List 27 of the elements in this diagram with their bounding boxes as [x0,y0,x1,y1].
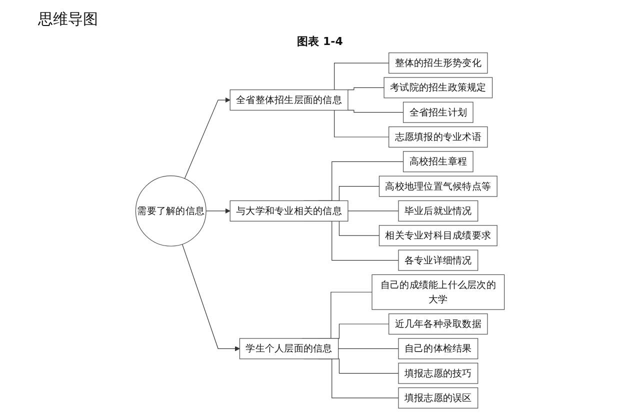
arrow [206,208,230,214]
figure-number: 图表 1-4 [297,34,343,49]
connector [338,348,399,349]
node-box: 与大学和专业相关的信息 [230,200,348,222]
node-box: 相关专业对科目成绩要求 [378,225,498,246]
node-box: 全省整体招生层面的信息 [230,90,348,111]
node-box: 整体的招生形势变化 [388,52,488,74]
page-title: 思维导图 [38,10,98,29]
node-box: 考试院的招生政策规定 [384,77,493,98]
node-box: 高校地理位置气候特点等 [378,176,498,197]
arrow [184,97,230,179]
node-box: 填报志愿的技巧 [398,362,478,384]
node-box: 自己的成绩能上什么层次的大学 [372,274,505,310]
node-box: 毕业后就业情况 [398,200,478,222]
node-box: 填报志愿的误区 [398,387,478,408]
node-box: 高校招生章程 [402,151,474,172]
connector [348,87,384,90]
node-box: 各专业详细情况 [398,250,478,271]
arrow [182,244,240,352]
node-box: 近几年各种录取数据 [388,313,488,335]
node-box: 全省招生计划 [402,102,474,123]
node-box: 志愿填报的专业术语 [388,126,488,148]
connector [348,110,404,113]
connector [348,210,399,212]
node-box: 学生个人层面的信息 [239,338,339,360]
node-circle: 需要了解的信息 [135,175,206,246]
node-box: 自己的体检结果 [398,338,478,360]
